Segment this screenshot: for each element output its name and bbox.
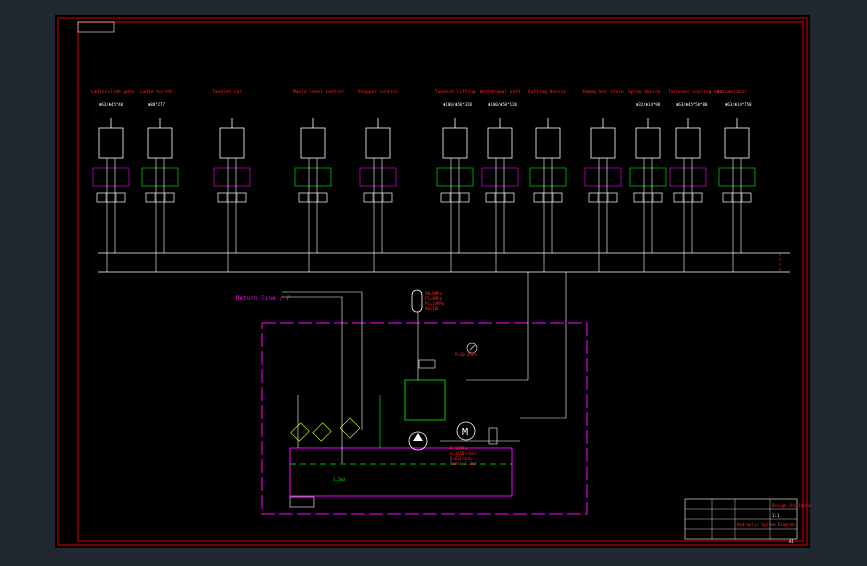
pump-param: Tank: 1.2m3 xyxy=(450,461,477,466)
inner-frame xyxy=(77,21,804,542)
station-accumulator xyxy=(411,289,423,313)
company-name: Design Institute xyxy=(772,503,811,508)
circuit-title: Mould level control xyxy=(293,89,345,95)
title-block: Hydraulic System Diagram Design Institut… xyxy=(684,498,811,544)
control-block xyxy=(481,167,519,187)
accumulator-param: P2=14MPa xyxy=(425,301,445,306)
control-block xyxy=(718,167,756,187)
directional-valve xyxy=(633,192,663,203)
circuit-title: Turnover cooling bed xyxy=(668,89,722,95)
cylinder-spec: Φ80*277 xyxy=(148,102,165,107)
control-block xyxy=(213,167,251,187)
circuit-title: Dummy bar store xyxy=(583,89,624,95)
directional-valve xyxy=(217,192,247,203)
sheet-label: A1 xyxy=(789,539,794,544)
svg-text:M: M xyxy=(462,427,468,438)
cooler xyxy=(339,417,361,439)
circuit-title: Withdrawal unit xyxy=(480,89,521,95)
feed-line-label: Return line / P xyxy=(236,295,291,302)
cylinder-spec: Φ63/Φ14*750 xyxy=(725,102,752,107)
pressure-return-bus xyxy=(98,252,790,273)
hydraulic-station: M xyxy=(261,272,588,515)
directional-valve xyxy=(533,192,563,203)
control-block xyxy=(92,167,130,187)
control-block xyxy=(584,167,622,187)
outer-frame xyxy=(57,17,808,546)
circuit-title: Accumulator xyxy=(717,89,747,95)
filter-right xyxy=(312,422,332,442)
circuit-title: Ladle/slide gate xyxy=(91,89,135,95)
relief-valve xyxy=(418,359,436,369)
directional-valve xyxy=(588,192,618,203)
directional-valve xyxy=(145,192,175,203)
drain-valve xyxy=(289,496,315,508)
cylinder-spec: Φ100/Φ56*320 xyxy=(443,102,472,107)
cylinder-spec: Φ32/Φ14*90 xyxy=(636,102,661,107)
pump-symbol xyxy=(408,431,428,451)
pressure-line-label: P=10.5MPa xyxy=(455,352,477,357)
directional-valve xyxy=(673,192,703,203)
tank-label: 1.2m3 xyxy=(333,477,346,482)
control-block xyxy=(529,167,567,187)
circuit-title: Spray device xyxy=(628,89,661,95)
directional-valve xyxy=(440,192,470,203)
filter-left xyxy=(290,422,310,442)
drawing-title: Hydraulic System Diagram xyxy=(737,522,795,527)
cylinder-spec: Φ63/Φ45*40 xyxy=(99,102,124,107)
cylinder-spec: Φ100/Φ56*120 xyxy=(488,102,517,107)
control-block xyxy=(629,167,667,187)
accumulator-param: P0=6MPa xyxy=(425,291,442,296)
circuit-title: Tundish lifting xyxy=(435,89,476,95)
directional-valve xyxy=(485,192,515,203)
control-block xyxy=(294,167,332,187)
cylinder-spec: Φ63/Φ45*50*80 xyxy=(676,102,708,107)
directional-valve xyxy=(298,192,328,203)
circuit-title: Cutting device xyxy=(528,89,566,95)
control-block xyxy=(359,167,397,187)
circuit-4: Mould level control xyxy=(293,89,345,272)
circuit-9: Dummy bar store xyxy=(583,89,624,272)
scale-label: 1:1 xyxy=(772,513,780,518)
station-boundary xyxy=(261,322,588,515)
level-gauge xyxy=(488,427,498,445)
pump-param: P=16MPa xyxy=(450,446,467,451)
pump-param: n=1450r/min xyxy=(450,451,477,456)
circuit-title: Tundish car xyxy=(212,89,242,95)
circuit-8: Cutting device xyxy=(528,89,567,272)
corner-tag xyxy=(77,21,115,33)
circuit-3: Tundish car xyxy=(212,89,251,272)
accumulator-param: V0=10L xyxy=(425,306,440,311)
circuit-title: Ladle turret xyxy=(140,89,173,95)
circuit-title: Stopper control xyxy=(358,89,399,95)
directional-valve xyxy=(96,192,126,203)
drawing-sheet xyxy=(55,15,810,548)
accumulator-param: P1=8MPa xyxy=(425,296,442,301)
oil-tank xyxy=(289,447,513,497)
circuit-5: Stopper control xyxy=(358,89,399,272)
directional-valve xyxy=(363,192,393,203)
pressure-gauge-icon xyxy=(466,342,478,354)
control-block xyxy=(141,167,179,187)
pump-param: Q=63L/min xyxy=(450,456,472,461)
pump-unit-box xyxy=(404,379,446,421)
directional-valve xyxy=(722,192,752,203)
control-block xyxy=(669,167,707,187)
control-block xyxy=(436,167,474,187)
motor-symbol xyxy=(456,421,476,441)
